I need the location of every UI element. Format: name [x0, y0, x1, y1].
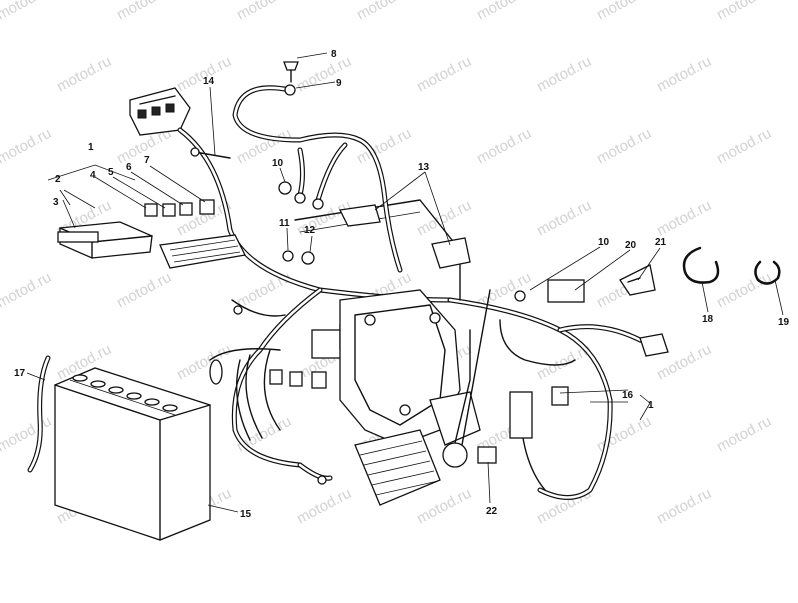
wiring-harness: [177, 127, 663, 500]
callout-4: 4: [90, 170, 96, 181]
watermark-text: motod.ru: [534, 53, 594, 96]
watermark-text: motod.ru: [354, 0, 414, 24]
callout-17: 17: [14, 368, 26, 379]
callout-16: 16: [622, 390, 634, 401]
watermark-text: motod.ru: [54, 53, 114, 96]
watermark-text: motod.ru: [234, 413, 294, 456]
callout-8: 8: [331, 49, 337, 60]
watermark-text: motod.ru: [174, 53, 234, 96]
watermark-text: motod.ru: [234, 269, 294, 312]
watermark-text: motod.ru: [594, 413, 654, 456]
callout-7: 7: [144, 155, 150, 166]
callout-3: 3: [53, 197, 59, 208]
watermark-text: motod.ru: [654, 485, 714, 528]
watermark-text: motod.ru: [534, 197, 594, 240]
watermark-text: motod.ru: [714, 125, 774, 168]
watermark-text: motod.ru: [234, 125, 294, 168]
leader-lines: [26, 52, 784, 513]
callout-5: 5: [108, 167, 114, 178]
watermark-text: motod.ru: [0, 125, 54, 168]
watermark-text: motod.ru: [114, 0, 174, 24]
callout-6: 6: [126, 162, 132, 173]
starter-relay: [429, 289, 491, 468]
watermark-text: motod.ru: [414, 485, 474, 528]
watermark-text: motod.ru: [294, 53, 354, 96]
watermark-text: motod.ru: [0, 413, 54, 456]
watermark-text: motod.ru: [114, 269, 174, 312]
watermark-text: motod.ru: [714, 0, 774, 24]
callout-12: 12: [304, 225, 316, 236]
callout-1-right: 1: [648, 400, 654, 411]
callout-19: 19: [778, 317, 790, 328]
callout-14: 14: [203, 76, 215, 87]
callout-22: 22: [486, 506, 498, 517]
watermark-text: motod.ru: [594, 125, 654, 168]
callout-21: 21: [655, 237, 667, 248]
callout-13: 13: [418, 162, 430, 173]
watermark-text: motod.ru: [0, 269, 54, 312]
watermark-text: motod.ru: [654, 197, 714, 240]
watermark-text: motod.ru: [174, 341, 234, 384]
watermark-text: motod.ru: [714, 269, 774, 312]
callout-1: 1: [88, 142, 94, 153]
callout-11: 11: [279, 218, 290, 229]
battery-vent-tube: [27, 355, 51, 473]
watermark-text: motod.ru: [0, 0, 54, 24]
watermark-text: motod.ru: [474, 125, 534, 168]
watermark-text: motod.ru: [354, 125, 414, 168]
watermark-text: motod.ru: [234, 0, 294, 24]
callout-18: 18: [702, 314, 714, 325]
battery-cells: [72, 374, 178, 412]
watermark-text: motod.ru: [714, 413, 774, 456]
callout-9: 9: [336, 78, 342, 89]
callout-10-right: 10: [598, 237, 610, 248]
watermark-text: motod.ru: [414, 53, 474, 96]
callout-2: 2: [55, 174, 61, 185]
watermark-text: motod.ru: [594, 0, 654, 24]
clamp-rings: [682, 246, 781, 285]
ground-cable: [232, 61, 403, 273]
watermark-text: motod.ru: [294, 485, 354, 528]
fuses: [144, 199, 215, 217]
watermark-text: motod.ru: [474, 0, 534, 24]
callout-20: 20: [625, 240, 637, 251]
rectifier-regulator: [354, 429, 441, 506]
callout-15: 15: [240, 509, 252, 520]
battery: [54, 367, 211, 541]
callout-10: 10: [272, 158, 284, 169]
callout-labels: 1 2 3 4 5 6 7 8 9 10 11 12 13 14 15 16 1…: [14, 49, 790, 520]
watermark-text: motod.ru: [654, 53, 714, 96]
fuse-box: [57, 221, 153, 259]
